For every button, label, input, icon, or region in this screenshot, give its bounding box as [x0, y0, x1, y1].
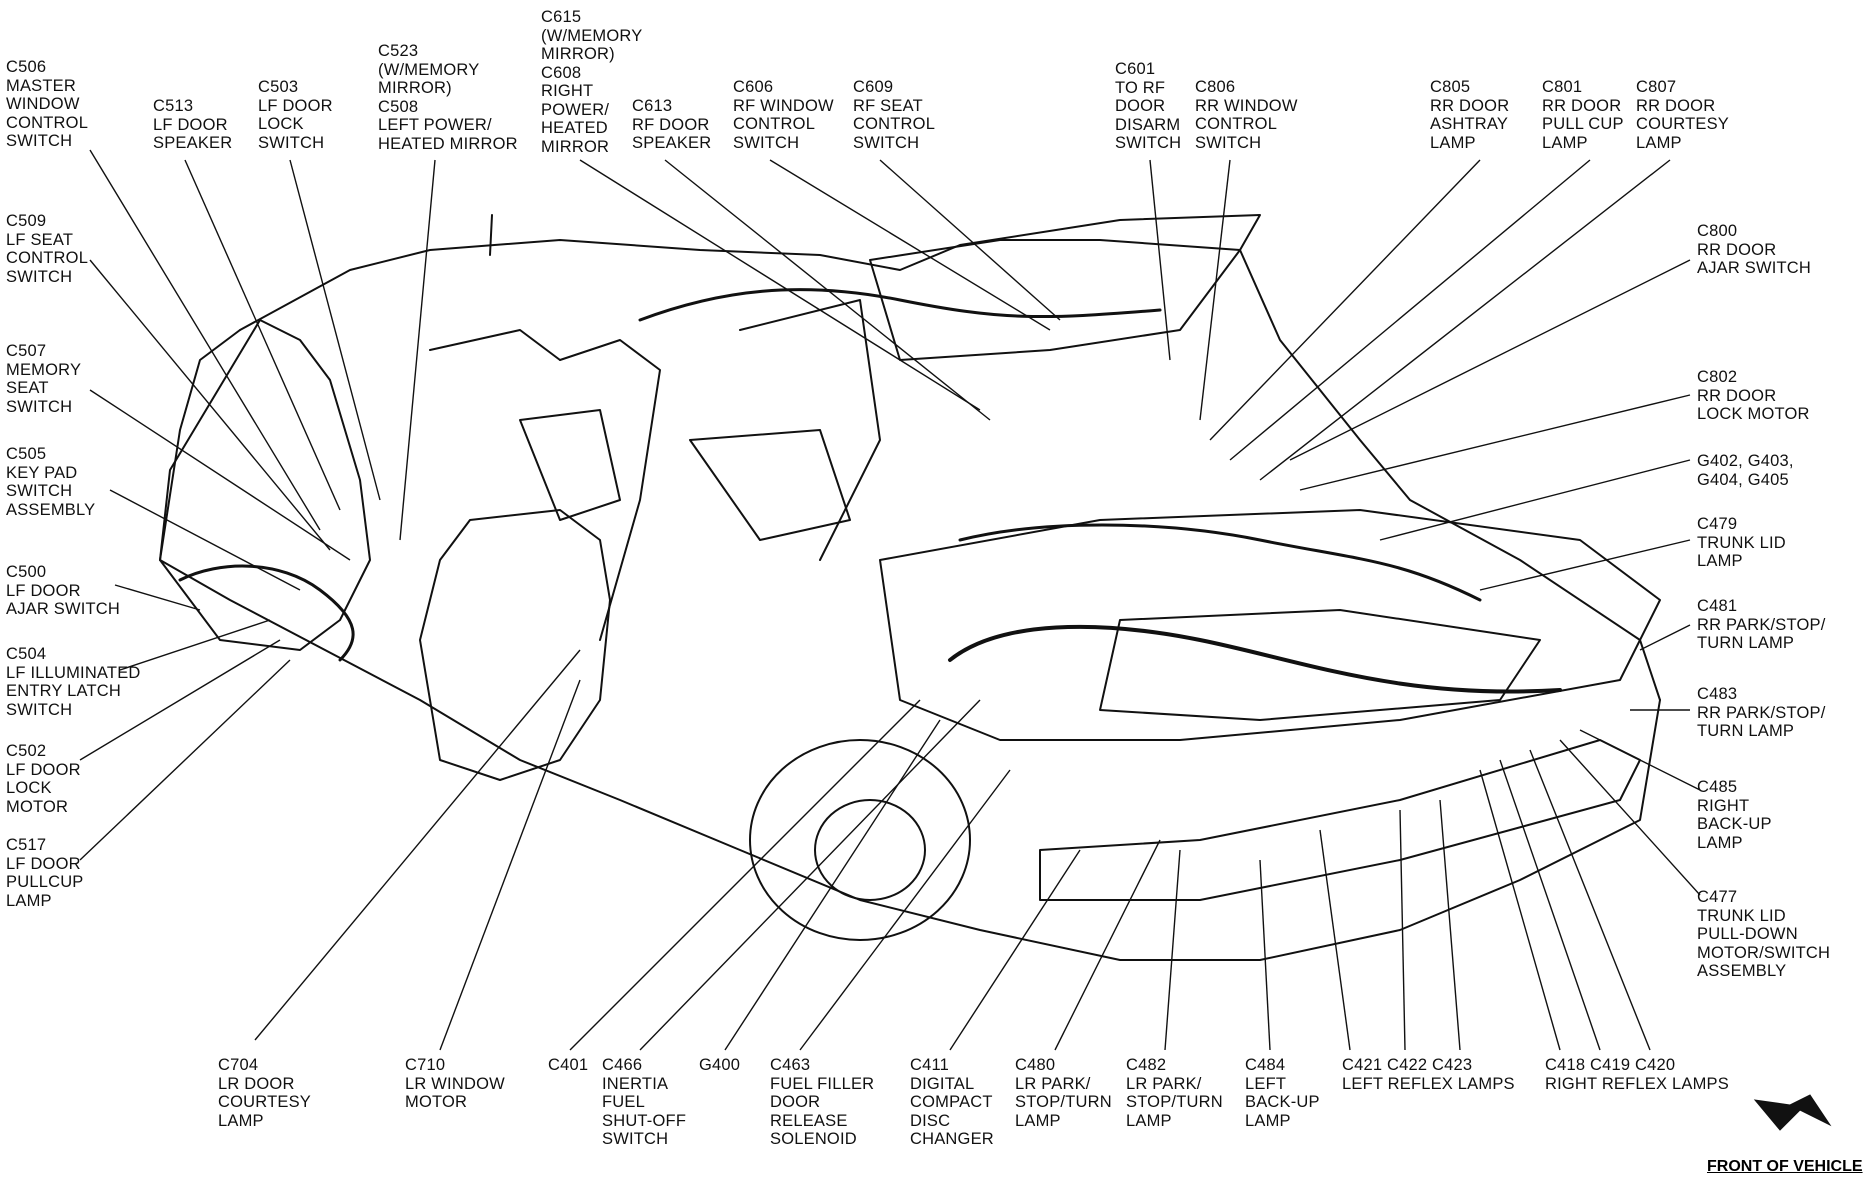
- label-c503: C503 LF DOOR LOCK SWITCH: [258, 78, 333, 152]
- label-c513: C513 LF DOOR SPEAKER: [153, 97, 233, 152]
- harness-roof: [638, 288, 1162, 322]
- harness-trunk: [958, 523, 1482, 602]
- rear-wheel: [749, 739, 971, 941]
- label-c479: C479 TRUNK LID LAMP: [1697, 515, 1786, 570]
- harness-main: [948, 624, 1562, 694]
- label-c507: C507 MEMORY SEAT SWITCH: [6, 342, 82, 416]
- front-of-vehicle-label: FRONT OF VEHICLE: [1707, 1158, 1863, 1175]
- front-arrow-icon: [1753, 1094, 1832, 1131]
- label-c506: C506 MASTER WINDOW CONTROL SWITCH: [6, 58, 89, 150]
- label-c463: C463 FUEL FILLER DOOR RELEASE SOLENOID: [770, 1056, 875, 1148]
- car-body-side: [159, 559, 1661, 961]
- harness-door: [178, 564, 355, 662]
- label-c482: C482 LR PARK/ STOP/TURN LAMP: [1126, 1056, 1223, 1130]
- front-seat: [519, 409, 621, 521]
- label-c483: C483 RR PARK/STOP/ TURN LAMP: [1697, 685, 1826, 740]
- label-c485: C485 RIGHT BACK-UP LAMP: [1697, 778, 1772, 852]
- b-pillar: [559, 339, 661, 641]
- rear-seat: [689, 429, 851, 541]
- label-c411: C411 DIGITAL COMPACT DISC CHANGER: [910, 1056, 994, 1148]
- label-c504: C504 LF ILLUMINATED ENTRY LATCH SWITCH: [6, 645, 141, 719]
- label-c480: C480 LR PARK/ STOP/TURN LAMP: [1015, 1056, 1112, 1130]
- label-c615: C615 (W/MEMORY MIRROR) C608 RIGHT POWER/…: [541, 8, 643, 156]
- lr-door: [419, 509, 611, 781]
- roof-outline: [239, 214, 1661, 701]
- label-c401: C401: [548, 1056, 589, 1074]
- label-c421: C421 C422 C423 LEFT REFLEX LAMPS: [1342, 1056, 1515, 1093]
- label-c523: C523 (W/MEMORY MIRROR) C508 LEFT POWER/ …: [378, 42, 518, 153]
- label-g400: G400: [699, 1056, 741, 1074]
- label-c505: C505 KEY PAD SWITCH ASSEMBLY: [6, 445, 96, 519]
- label-c517: C517 LF DOOR PULLCUP LAMP: [6, 836, 84, 910]
- label-c801: C801 RR DOOR PULL CUP LAMP: [1542, 78, 1624, 152]
- label-c613: C613 RF DOOR SPEAKER: [632, 97, 712, 152]
- label-c481: C481 RR PARK/STOP/ TURN LAMP: [1697, 597, 1826, 652]
- label-c509: C509 LF SEAT CONTROL SWITCH: [6, 212, 89, 286]
- hood-line: [159, 329, 241, 561]
- trunk-inner: [1099, 609, 1541, 721]
- label-c484: C484 LEFT BACK-UP LAMP: [1245, 1056, 1320, 1130]
- label-c418: C418 C419 C420 RIGHT REFLEX LAMPS: [1545, 1056, 1729, 1093]
- label-c477: C477 TRUNK LID PULL-DOWN MOTOR/SWITCH AS…: [1697, 888, 1831, 980]
- label-c609: C609 RF SEAT CONTROL SWITCH: [853, 78, 936, 152]
- label-c807: C807 RR DOOR COURTESY LAMP: [1636, 78, 1729, 152]
- label-c704: C704 LR DOOR COURTESY LAMP: [218, 1056, 311, 1130]
- rear-window: [869, 239, 1241, 361]
- label-c710: C710 LR WINDOW MOTOR: [405, 1056, 505, 1111]
- label-g402: G402, G403, G404, G405: [1697, 452, 1794, 489]
- leader-lines: [79, 149, 1701, 1051]
- c-pillar: [739, 299, 881, 561]
- rear-bumper: [1039, 739, 1641, 901]
- label-c500: C500 LF DOOR AJAR SWITCH: [6, 563, 121, 618]
- label-c466: C466 INERTIA FUEL SHUT-OFF SWITCH: [602, 1056, 687, 1148]
- a-pillar: [429, 329, 561, 361]
- label-c601: C601 TO RF DOOR DISARM SWITCH: [1115, 60, 1182, 152]
- label-c805: C805 RR DOOR ASHTRAY LAMP: [1430, 78, 1510, 152]
- trunk-floor: [879, 509, 1661, 741]
- label-c502: C502 LF DOOR LOCK MOTOR: [6, 742, 81, 816]
- rear-wheel-hub: [814, 799, 926, 901]
- antenna: [489, 214, 493, 256]
- label-c802: C802 RR DOOR LOCK MOTOR: [1697, 368, 1810, 423]
- label-c606: C606 RF WINDOW CONTROL SWITCH: [733, 78, 834, 152]
- label-c806: C806 RR WINDOW CONTROL SWITCH: [1195, 78, 1298, 152]
- label-c800: C800 RR DOOR AJAR SWITCH: [1697, 222, 1812, 277]
- lf-door: [159, 319, 371, 651]
